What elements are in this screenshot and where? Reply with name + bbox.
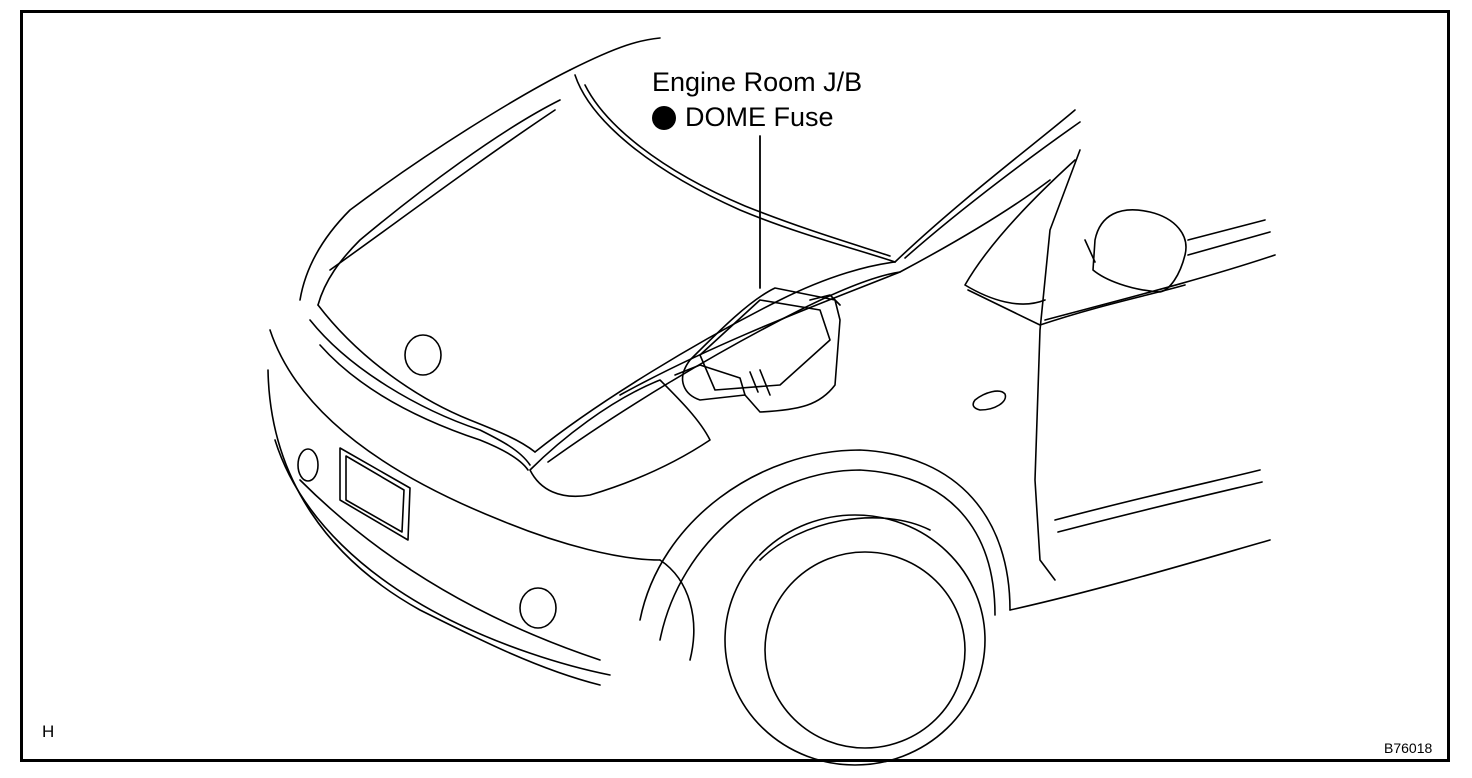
side-mirror: [1092, 209, 1187, 293]
figure-id: B76018: [1384, 740, 1433, 756]
callout-subtitle-text: DOME Fuse: [685, 102, 834, 132]
filled-circle-icon: [652, 105, 676, 130]
tire-tread: [759, 517, 931, 561]
junction-block: [681, 287, 841, 413]
tire: [724, 514, 986, 766]
chin: [299, 479, 601, 661]
license-plate: [339, 447, 411, 541]
tire-inner: [764, 551, 966, 749]
roof-line: [569, 37, 661, 71]
license-plate-inner: [345, 455, 405, 533]
fog-lamp-right: [519, 587, 557, 629]
callout-title: Engine Room J/B: [652, 67, 863, 97]
a-pillar: [894, 109, 1076, 263]
callout-subtitle: DOME Fuse: [652, 102, 834, 133]
window-rail: [1044, 254, 1276, 321]
window-rail-2: [1187, 219, 1266, 241]
door-front-edge: [1034, 149, 1081, 581]
corner-letter: H: [42, 722, 55, 741]
rocker: [1009, 539, 1271, 611]
bumper-face: [267, 369, 601, 686]
a-pillar-inner: [904, 121, 1081, 259]
window-front: [964, 159, 1076, 305]
hood-left-inner: [317, 99, 561, 306]
wheel-arch-inner: [659, 469, 996, 641]
window-lower: [967, 284, 1186, 326]
windshield-top: [574, 74, 896, 263]
hood-right-edge: [534, 261, 896, 453]
hood-front: [317, 304, 536, 453]
diagram-frame: [20, 10, 1450, 762]
wheel-arch: [639, 449, 1011, 621]
windshield-inner: [584, 84, 891, 257]
headlight: [529, 379, 711, 497]
side-marker: [972, 390, 1007, 411]
bumper-lower: [274, 439, 611, 676]
junction-block-lid: [699, 299, 831, 391]
body-side-line: [1054, 469, 1261, 521]
bumper-right: [659, 559, 695, 661]
hood-left-edge: [299, 69, 571, 301]
fog-lamp-left: [297, 448, 319, 482]
window-rail-3: [1187, 231, 1271, 256]
hood-crease: [329, 109, 556, 271]
side-mirror-base: [1084, 239, 1096, 263]
fender-top: [619, 179, 1051, 396]
junction-block-detail: [749, 294, 841, 396]
bumper-top: [269, 329, 661, 561]
junction-block-bracket: [674, 364, 746, 396]
body-side-line-2: [1057, 481, 1263, 533]
emblem: [404, 334, 442, 376]
grille-upper: [309, 319, 531, 466]
grille-lower: [319, 344, 529, 471]
hood-right-inner: [547, 271, 901, 463]
